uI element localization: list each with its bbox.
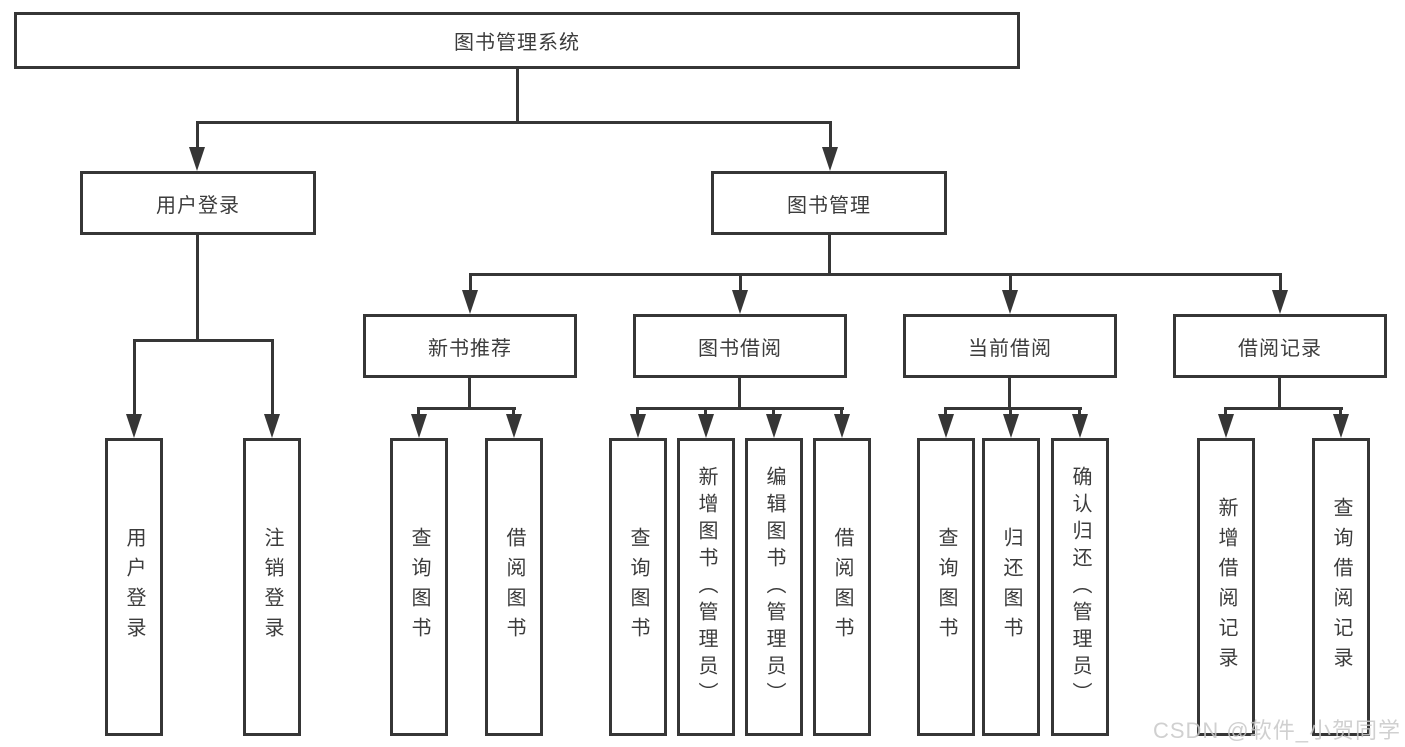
arrow-down-icon [766, 414, 782, 438]
arrow-down-icon [1003, 414, 1019, 438]
connector-drop [739, 273, 742, 293]
arrow-down-icon [462, 290, 478, 314]
node-new-book-recommend: 新书推荐 [363, 314, 577, 378]
connector-user-login-drop [196, 121, 199, 151]
connector-current-borrow-hline [945, 407, 1082, 410]
leaf-add-book-admin: 新增图书（管理员） [677, 438, 735, 736]
connector-user-login-stem [196, 234, 199, 341]
connector-book-mgmt-drop [829, 121, 832, 151]
leaf-edit-book-admin: 编辑图书（管理员） [745, 438, 803, 736]
connector-borrow-record-stem [1278, 377, 1281, 409]
connector-current-borrow-stem [1008, 377, 1011, 409]
arrow-down-icon [264, 414, 280, 438]
node-book-borrow: 图书借阅 [633, 314, 847, 378]
connector-book-mgmt-stem [828, 234, 831, 276]
node-borrow-record: 借阅记录 [1173, 314, 1387, 378]
connector-new-book-stem [468, 377, 471, 409]
leaf-confirm-return-admin: 确认归还（管理员） [1051, 438, 1109, 736]
node-user-login: 用户登录 [80, 171, 316, 235]
connector-drop [772, 407, 775, 419]
connector-book-borrow-stem [738, 377, 741, 409]
arrow-down-icon [834, 414, 850, 438]
connector-level3-hline [469, 273, 1282, 276]
arrow-down-icon [732, 290, 748, 314]
connector-drop [1009, 273, 1012, 293]
arrow-down-icon [1218, 414, 1234, 438]
leaf-add-borrow-record: 新增借阅记录 [1197, 438, 1255, 736]
connector-drop [1339, 407, 1342, 419]
arrow-down-icon [1272, 290, 1288, 314]
connector-book-borrow-hline [637, 407, 844, 410]
leaf-query-book-2: 查询图书 [609, 438, 667, 736]
connector-user-login-hline [133, 339, 274, 342]
leaf-logout: 注销登录 [243, 438, 301, 736]
watermark: CSDN @软件_小贺同学 [1152, 718, 1401, 743]
connector-drop [840, 407, 843, 419]
leaf-borrow-book-1: 借阅图书 [485, 438, 543, 736]
connector-borrow-record-hline [1225, 407, 1343, 410]
connector-drop [636, 407, 639, 419]
arrow-down-icon [1333, 414, 1349, 438]
connector-drop [1078, 407, 1081, 419]
arrow-down-icon [822, 147, 838, 171]
connector-drop [1009, 407, 1012, 419]
leaf-query-book-3: 查询图书 [917, 438, 975, 736]
connector-drop [944, 407, 947, 419]
leaf-user-login: 用户登录 [105, 438, 163, 736]
connector-drop [704, 407, 707, 419]
arrow-down-icon [126, 414, 142, 438]
arrow-down-icon [938, 414, 954, 438]
node-current-borrow: 当前借阅 [903, 314, 1117, 378]
leaf-borrow-book-2: 借阅图书 [813, 438, 871, 736]
connector-drop [469, 273, 472, 293]
arrow-down-icon [506, 414, 522, 438]
connector-new-book-hline [418, 407, 516, 410]
node-root: 图书管理系统 [14, 12, 1020, 69]
arrow-down-icon [630, 414, 646, 438]
connector-drop [133, 339, 136, 417]
connector-level2-hline [196, 121, 832, 124]
arrow-down-icon [411, 414, 427, 438]
leaf-return-book: 归还图书 [982, 438, 1040, 736]
leaf-query-borrow-record: 查询借阅记录 [1312, 438, 1370, 736]
arrow-down-icon [1002, 290, 1018, 314]
connector-drop [417, 407, 420, 419]
connector-drop [1224, 407, 1227, 419]
connector-drop [512, 407, 515, 419]
arrow-down-icon [189, 147, 205, 171]
connector-drop [271, 339, 274, 417]
arrow-down-icon [1072, 414, 1088, 438]
connector-root-stem [516, 69, 519, 122]
leaf-query-book-1: 查询图书 [390, 438, 448, 736]
connector-drop [1279, 273, 1282, 293]
arrow-down-icon [698, 414, 714, 438]
node-book-mgmt: 图书管理 [711, 171, 947, 235]
